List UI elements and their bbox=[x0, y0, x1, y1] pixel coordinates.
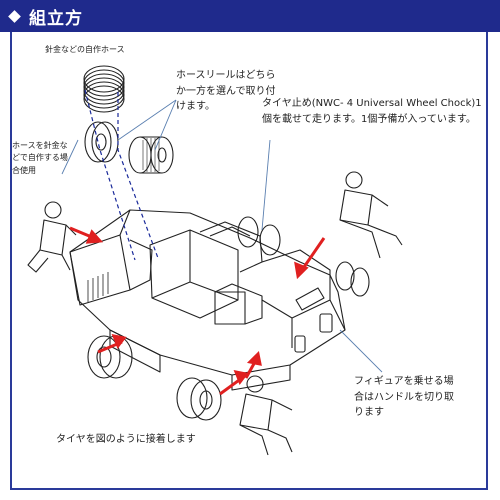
note-chock: タイヤ止め(NWC- 4 Universal Wheel Chock)1個を載せ… bbox=[262, 98, 482, 125]
note-hose-diy: ホースを針金などで自作する場合使用 bbox=[12, 141, 68, 175]
wheel-chock bbox=[295, 287, 325, 311]
hose-reel-drum bbox=[128, 136, 174, 174]
rear-wheel bbox=[176, 377, 222, 421]
figure-bottom bbox=[239, 375, 293, 456]
figure-left bbox=[27, 201, 77, 273]
note-figure: フィギュアを乗せる場合はハンドルを切り取ります bbox=[354, 376, 454, 418]
note-tires: タイヤを図のように接着します bbox=[56, 434, 196, 445]
vehicle-body bbox=[69, 209, 370, 391]
content-frame bbox=[10, 32, 488, 490]
note-hose-reel: ホースリールはどちらか一方を選んで取り付けます。 bbox=[176, 70, 276, 112]
section-header: 組立方 bbox=[0, 0, 500, 32]
leader-lines bbox=[61, 99, 383, 373]
guide-lines bbox=[84, 89, 159, 261]
hose-reel-ring bbox=[84, 121, 119, 163]
note-wire-hose: 針金などの自作ホース bbox=[45, 45, 125, 54]
figure-right bbox=[339, 171, 403, 259]
wire-hose-coil bbox=[83, 65, 125, 113]
section-title: 組立方 bbox=[29, 8, 83, 29]
red-arrows bbox=[69, 226, 326, 396]
